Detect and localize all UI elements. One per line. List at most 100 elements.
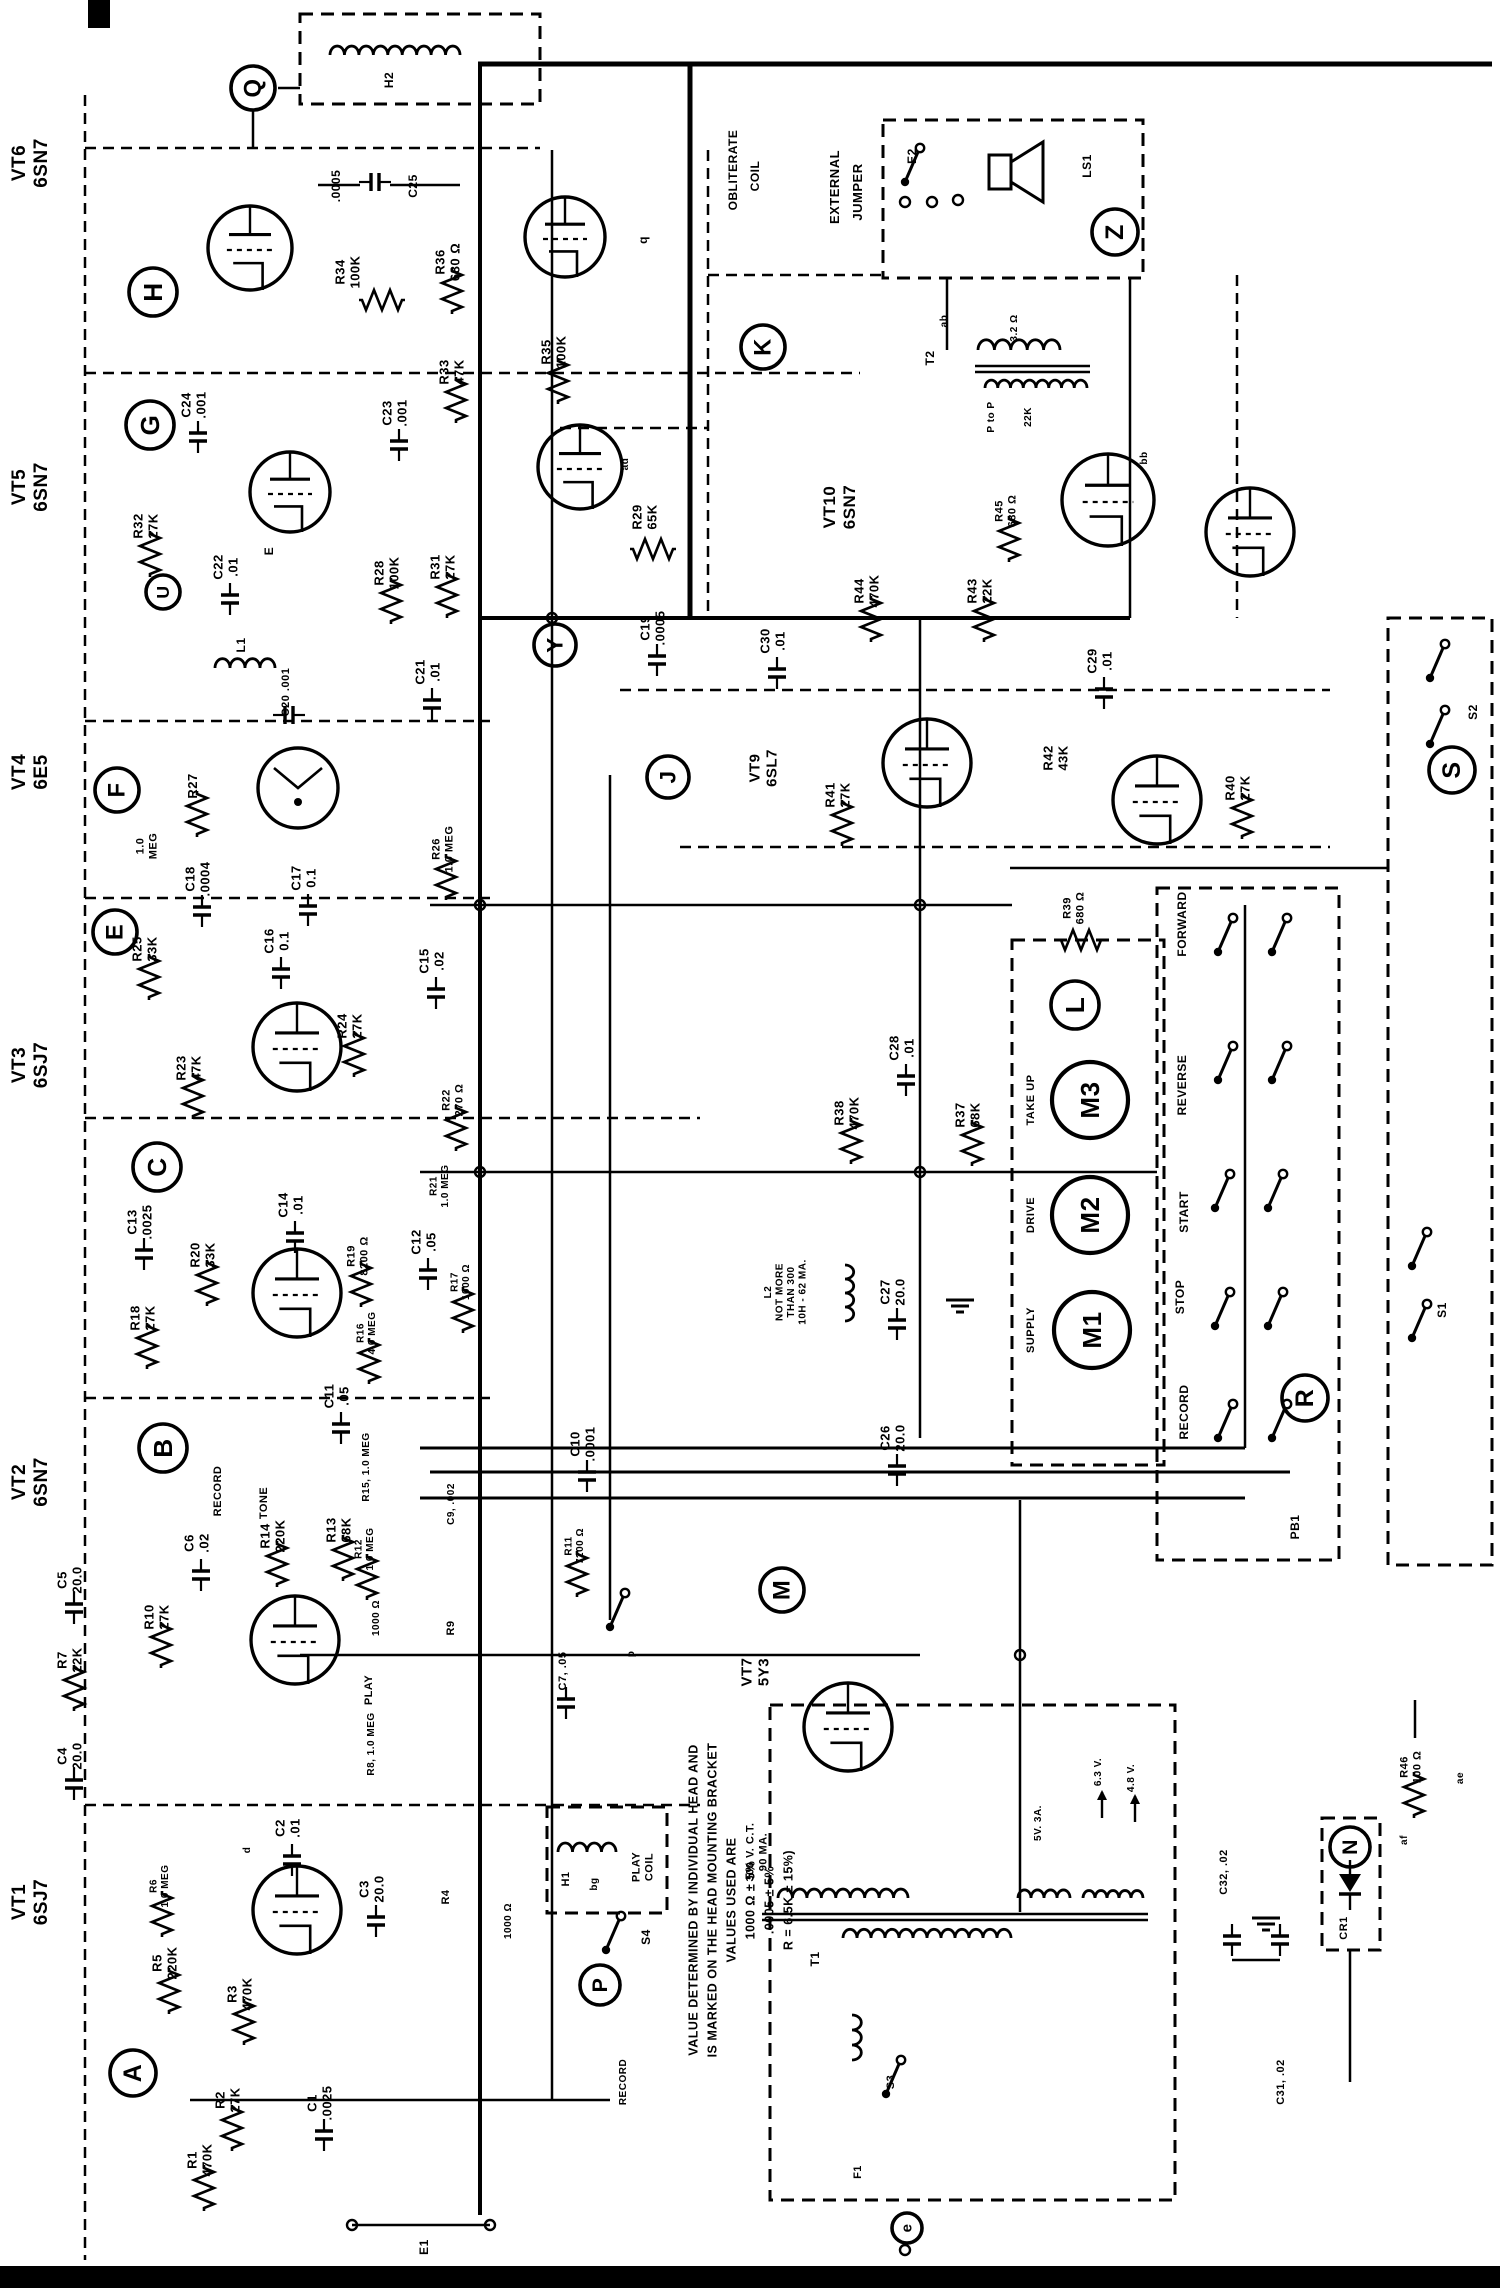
tube-cathode: [279, 1924, 312, 1954]
component-label: RECORD: [618, 2059, 629, 2105]
coil-winding: [328, 44, 462, 56]
resistor-symbol: [449, 1287, 477, 1333]
component-label: R1827K: [128, 1305, 158, 1330]
label-line: 300 V. C.T.: [745, 1823, 757, 1882]
label-line: R27: [185, 773, 200, 798]
capacitor-symbol: [888, 1454, 906, 1486]
switch-part: [619, 1587, 631, 1599]
vacuum-tube: [251, 1247, 343, 1339]
switch-part: [895, 2054, 907, 2066]
label-line: .05: [336, 1386, 351, 1406]
eye-cathode: [294, 798, 302, 806]
label-line: 22K: [69, 1647, 84, 1672]
dashed-enclosure: [298, 12, 542, 106]
badge-circle: [532, 622, 578, 668]
switch-part: [1410, 1307, 1427, 1339]
resistor-symbol: [970, 596, 998, 642]
component-label: PLAYCOIL: [631, 1852, 656, 1882]
label-line: E1: [417, 2239, 431, 2255]
component-label: C18.0004: [183, 861, 213, 896]
badge-letter: S: [1438, 761, 1466, 778]
component-label: 1000 Ω: [371, 1600, 382, 1636]
component-label: S4: [639, 1929, 653, 1945]
component-label: R1368K: [324, 1517, 354, 1542]
label-line: 470K: [866, 574, 881, 607]
tube-cathode: [279, 1061, 312, 1091]
label-line: R46: [1399, 1756, 1411, 1778]
label-line: 6SN7: [31, 138, 52, 188]
section-badge-s: S: [1427, 745, 1477, 795]
note-line: IS MARKED ON THE HEAD MOUNTING BRACKET: [706, 1743, 720, 2058]
switch-part: [1270, 1049, 1287, 1081]
switch-part: [1439, 704, 1451, 716]
section-badge-z: Z: [1090, 207, 1140, 257]
section-badge-m: M: [758, 1566, 806, 1614]
component-label: VT75Y3: [738, 1657, 772, 1686]
label-line: 68K: [338, 1517, 353, 1542]
note-line: R = 6.5K ± 15%): [782, 1850, 796, 1950]
label-line: R23: [174, 1055, 189, 1080]
label-line: S3: [885, 2075, 897, 2089]
switch-part: [608, 1596, 625, 1628]
section-badge-u: U: [144, 573, 182, 611]
component-label: C20 .001: [280, 668, 292, 717]
vacuum-tube: [523, 195, 607, 279]
capacitor-symbol: [221, 583, 239, 615]
label-line: .0004: [197, 861, 212, 896]
capacitor-symbol: [390, 429, 408, 461]
component-label: R14220K: [258, 1519, 288, 1552]
motor-m1: M1: [1051, 1289, 1133, 1371]
component-label: OBLITERATE: [726, 130, 740, 211]
component-label: L1: [234, 637, 248, 652]
section-badge-k: K: [739, 323, 787, 371]
label-line: START: [1177, 1191, 1191, 1233]
label-line: q: [636, 236, 650, 244]
badge-letter: R: [1291, 1389, 1319, 1408]
label-line: R28: [372, 560, 387, 585]
section-badge-p: P: [578, 1963, 622, 2007]
component-label: COIL: [748, 161, 762, 192]
vacuum-tube: [206, 204, 294, 292]
arrow-head: [1130, 1794, 1140, 1804]
resistor-symbol: [190, 2165, 218, 2211]
switch-contact: [1210, 1168, 1236, 1213]
component-label: C7, .05: [557, 1652, 569, 1691]
component-label: R164.0 MEG: [355, 1312, 378, 1355]
scan-bar: [88, 0, 110, 28]
vacuum-tube: [1060, 452, 1156, 548]
badge-circle: [1280, 1373, 1330, 1423]
component-label: R2347K: [174, 1055, 204, 1080]
tube-cathode: [830, 1741, 863, 1771]
terminal-dot: [951, 193, 965, 207]
component-label: C12.05: [409, 1229, 439, 1254]
label-line: C13: [125, 1209, 140, 1234]
component-label: C160.1: [262, 928, 292, 953]
capacitor-symbol: [888, 1308, 906, 1340]
label-line: .01: [1099, 651, 1114, 671]
badge-letter: P: [588, 1978, 612, 1993]
resistor-zigzag: [432, 854, 460, 900]
resistor-symbol: [857, 596, 885, 642]
resistor-symbol: [179, 1073, 207, 1119]
capacitor-symbol: [1271, 1924, 1289, 1956]
label-line: R34: [333, 259, 348, 285]
label-line: TONE: [258, 1487, 270, 1519]
switch-part: [604, 1919, 621, 1951]
component-label: C2620.0: [878, 1424, 908, 1451]
switch-part: [1428, 647, 1445, 679]
resistor-symbol: [60, 1665, 88, 1711]
resistor-symbol: [442, 377, 470, 423]
speaker-coil: [987, 153, 1013, 191]
label-line: 270 Ω: [453, 1084, 465, 1117]
label-line: 22K: [979, 578, 994, 603]
eye-target: [273, 767, 323, 790]
component-label: C10.0001: [568, 1426, 598, 1461]
badge-circle: [131, 1141, 183, 1193]
component-label: R38470K: [832, 1096, 862, 1129]
label-line: R24: [335, 1013, 350, 1039]
label-line: R45: [994, 500, 1006, 522]
badge-letter: A: [119, 2064, 147, 2083]
badge-circle: [758, 1566, 806, 1614]
switch-part: [1227, 912, 1239, 924]
section-badge-r: R: [1280, 1373, 1330, 1423]
